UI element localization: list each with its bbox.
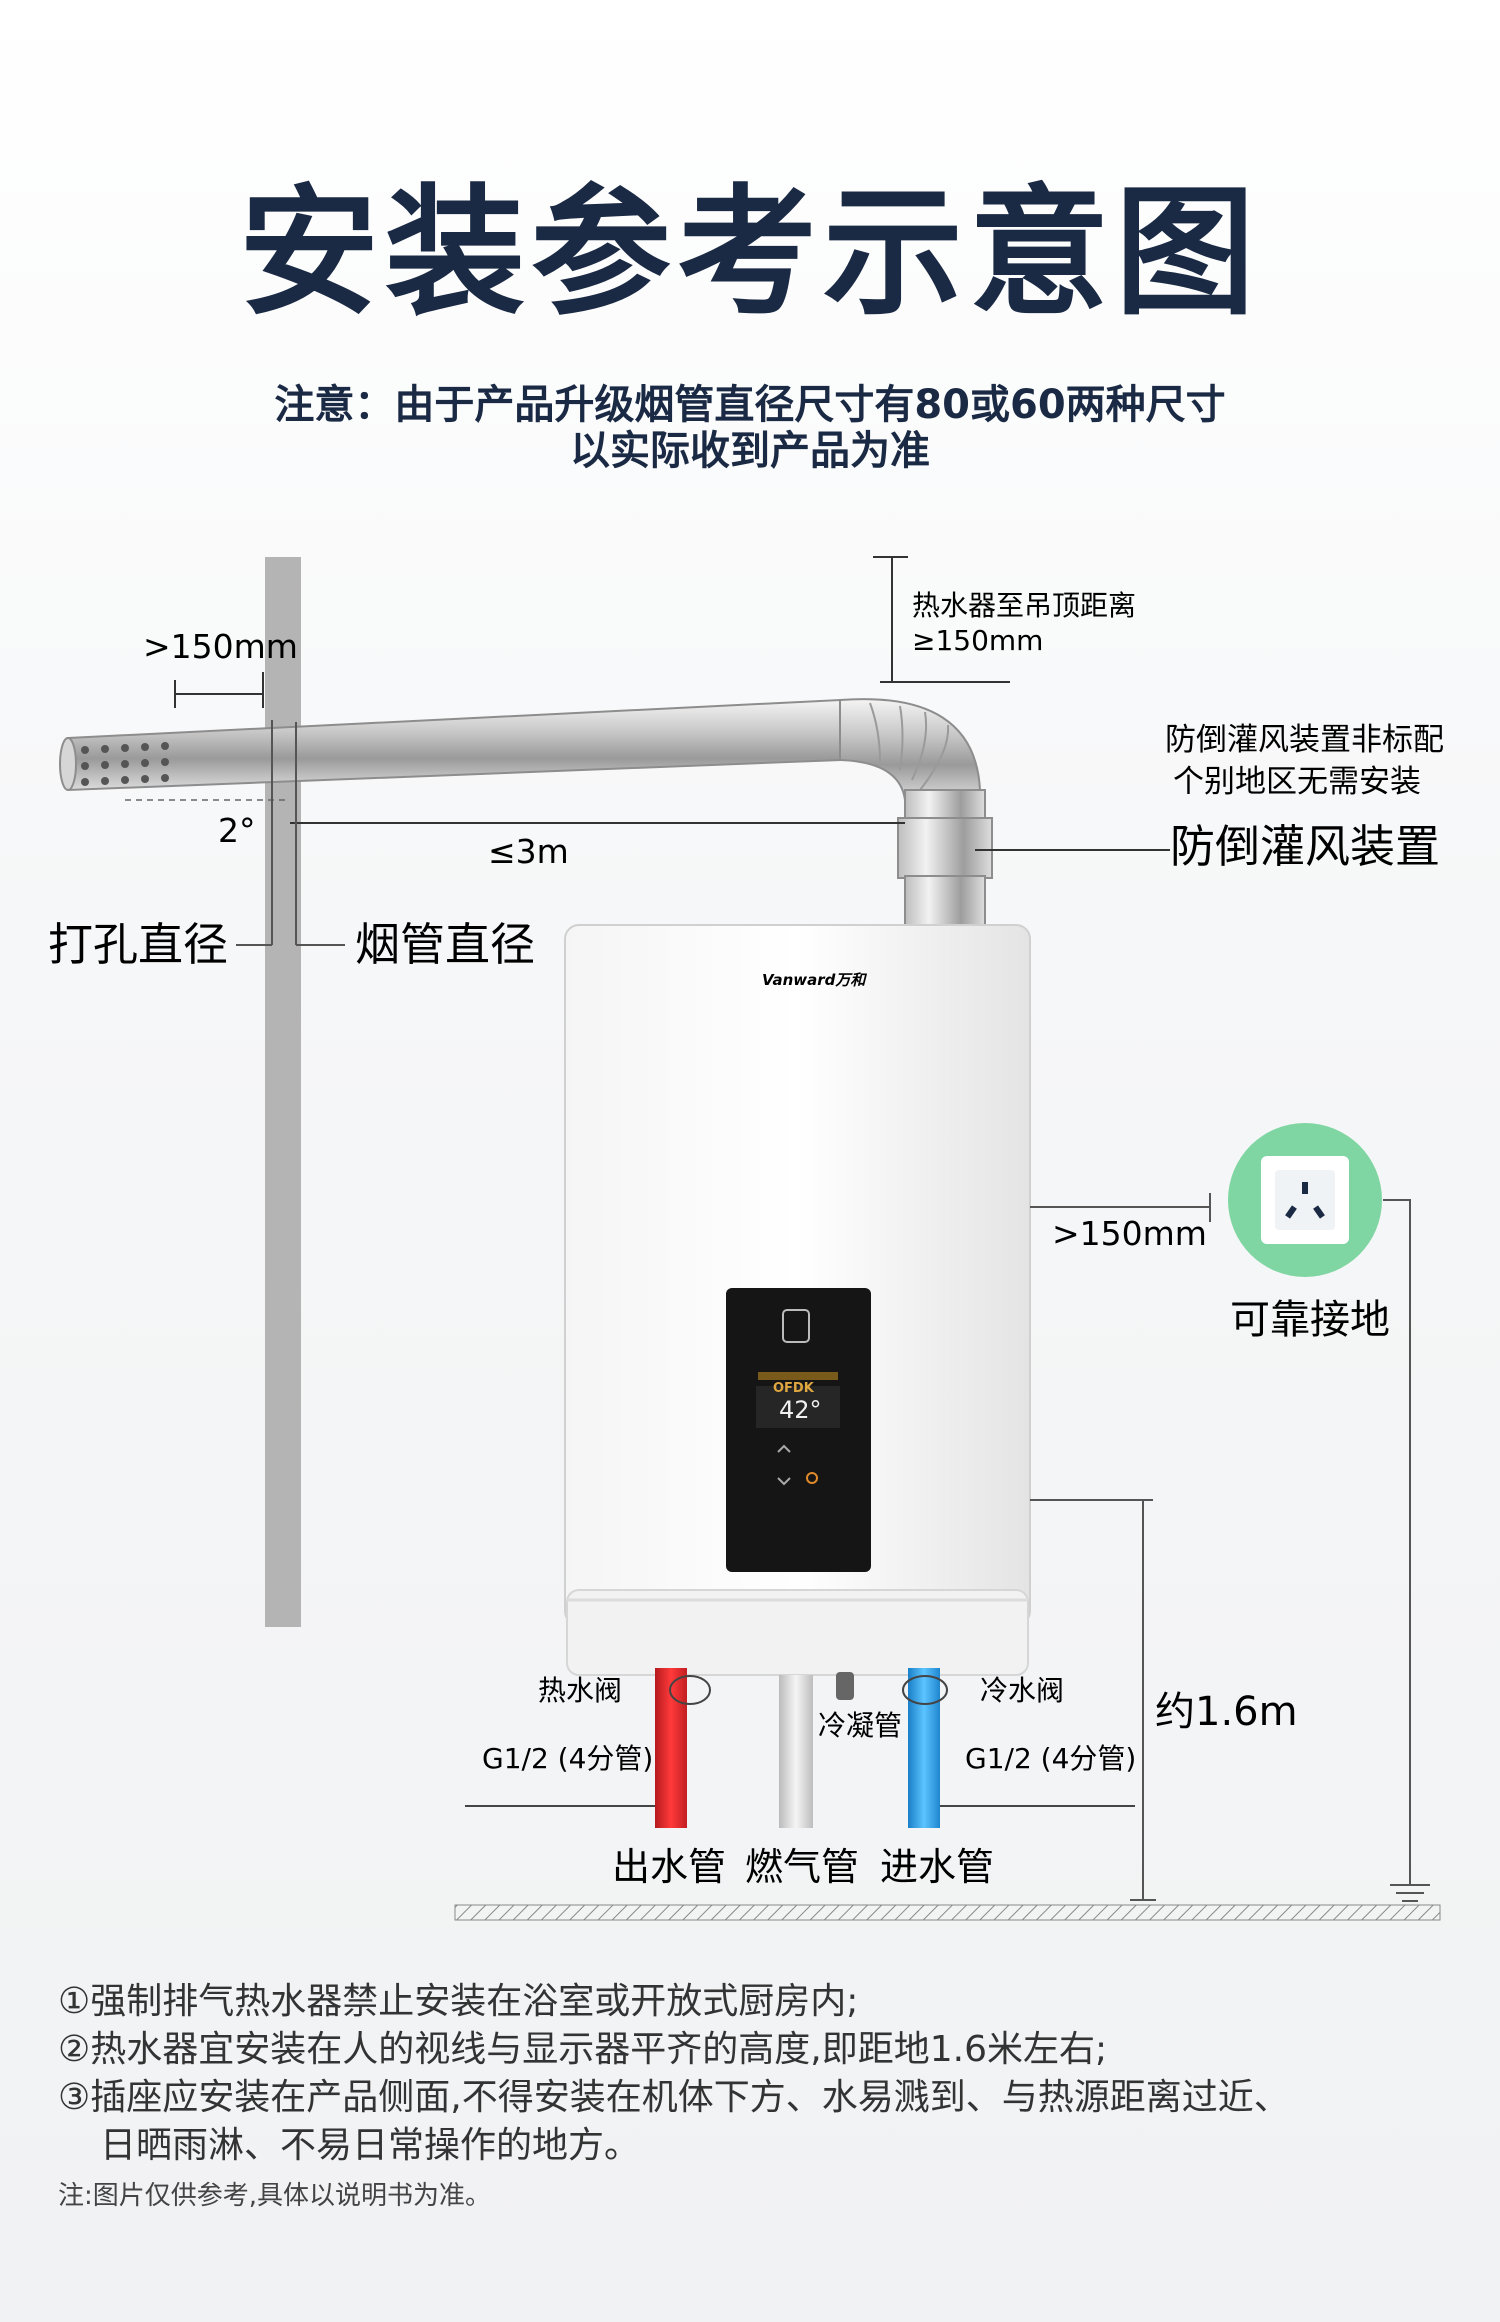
display-temperature: 42° bbox=[779, 1396, 822, 1424]
height-label: 约1.6m bbox=[1155, 1689, 1298, 1735]
socket-icon bbox=[1228, 1123, 1382, 1277]
backflow-note-2: 个别地区无需安装 bbox=[1173, 764, 1421, 800]
control-panel bbox=[726, 1288, 871, 1572]
condensate-pipe-label: 冷凝管 bbox=[818, 1709, 902, 1742]
pipe-diameter-label: 烟管直径 bbox=[355, 918, 535, 971]
hot-valve-label: 热水阀 bbox=[538, 1674, 622, 1707]
height-dimension bbox=[1030, 1499, 1156, 1901]
flue-pipe bbox=[59, 698, 993, 927]
brand-logo: Vanward万和 bbox=[762, 971, 867, 989]
ceiling-distance-dimension bbox=[873, 556, 1010, 683]
cold-valve-label: 冷水阀 bbox=[980, 1674, 1064, 1707]
ceiling-distance-label-1: 热水器至吊顶距离 bbox=[912, 589, 1136, 622]
backflow-device-label: 防倒灌风装置 bbox=[1170, 820, 1440, 873]
wall-clearance-label: >150mm bbox=[143, 627, 298, 666]
cold-water-pipe bbox=[908, 1668, 940, 1828]
note-3-continuation: 日晒雨淋、不易日常操作的地方。 bbox=[100, 2125, 641, 2166]
display-mode: OFDK bbox=[773, 1381, 815, 1396]
backflow-note-1: 防倒灌风装置非标配 bbox=[1165, 722, 1444, 758]
gas-pipe bbox=[779, 1675, 813, 1828]
slope-label: 2° bbox=[218, 811, 256, 850]
note-1: ①强制排气热水器禁止安装在浴室或开放式厨房内; bbox=[58, 1981, 859, 2022]
wall bbox=[265, 557, 301, 1627]
note-2: ②热水器宜安装在人的视线与显示器平齐的高度,即距地1.6米左右; bbox=[58, 2029, 1108, 2070]
diameter-leaders bbox=[236, 720, 345, 946]
outlet-pipe-label: 出水管 bbox=[612, 1845, 726, 1889]
ground-symbol-icon bbox=[1383, 1199, 1430, 1902]
cold-thread-label: G1/2 (4分管) bbox=[965, 1742, 1136, 1775]
hole-diameter-label: 打孔直径 bbox=[48, 918, 228, 971]
pipe-length-dimension bbox=[125, 799, 905, 824]
socket-grounding-label: 可靠接地 bbox=[1230, 1297, 1390, 1343]
floor bbox=[454, 1904, 1441, 1921]
cold-valve-marker bbox=[902, 1675, 948, 1705]
connection-pipes bbox=[465, 1668, 1135, 1828]
notice-line-1: 注意：由于产品升级烟管直径尺寸有80或60两种尺寸 bbox=[274, 382, 1226, 428]
water-heater bbox=[564, 924, 1031, 1676]
ceiling-distance-label-2: ≥150mm bbox=[912, 624, 1043, 657]
inlet-pipe-label: 进水管 bbox=[880, 1845, 994, 1889]
gas-pipe-label: 燃气管 bbox=[745, 1845, 859, 1889]
footnote: 注:图片仅供参考,具体以说明书为准。 bbox=[58, 2181, 492, 2211]
hot-thread-label: G1/2 (4分管) bbox=[482, 1742, 653, 1775]
pipe-length-label: ≤3m bbox=[488, 832, 569, 871]
page-title: 安装参考示意图 bbox=[238, 172, 1261, 335]
hot-valve-marker bbox=[669, 1675, 711, 1705]
condensate-outlet bbox=[836, 1672, 854, 1700]
notice-line-2: 以实际收到产品为准 bbox=[570, 428, 930, 474]
note-3: ③插座应安装在产品侧面,不得安装在机体下方、水易溅到、与热源距离过近、 bbox=[58, 2077, 1290, 2118]
socket-clearance-label: >150mm bbox=[1052, 1214, 1207, 1253]
wall-clearance-dimension bbox=[174, 672, 264, 708]
